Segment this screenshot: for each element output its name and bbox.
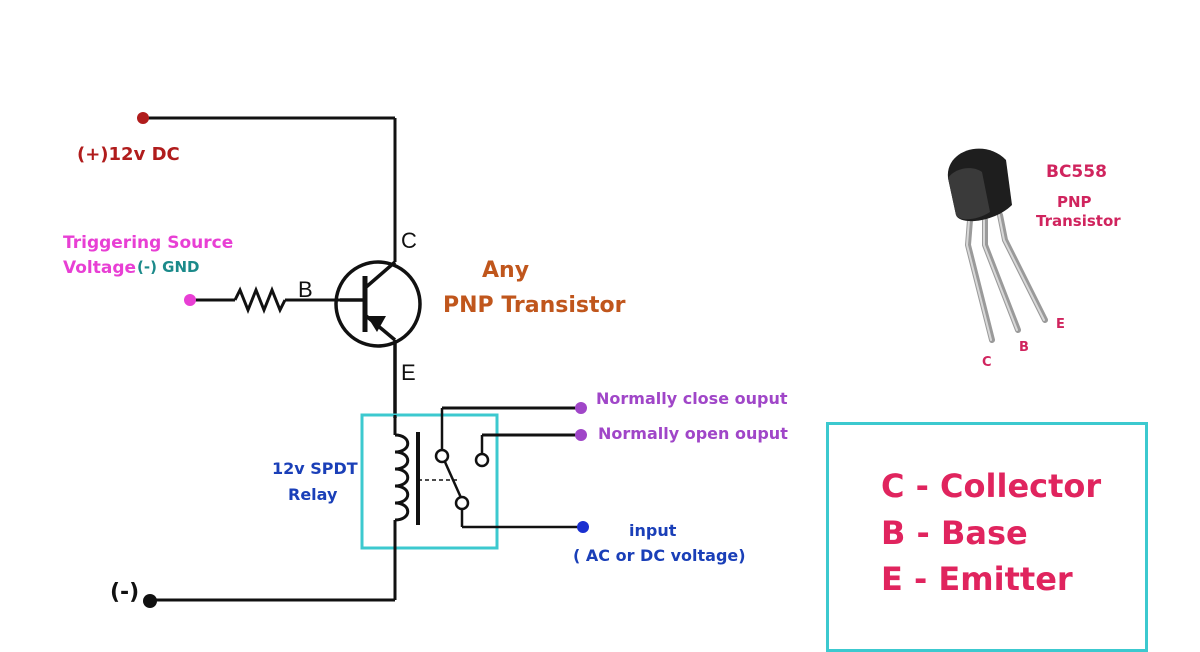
common-contact <box>454 495 470 511</box>
legend-base: B - Base <box>881 514 1028 552</box>
nc-contact <box>434 448 450 464</box>
package-pin-c: C <box>982 355 992 370</box>
package-pin-b: B <box>1019 340 1029 355</box>
relay-label: 12v SPDT <box>272 459 358 478</box>
relay-coil <box>393 415 460 600</box>
legend-emitter: E - Emitter <box>881 560 1073 598</box>
nc-output-terminal <box>575 402 587 414</box>
output-wires <box>442 406 580 437</box>
emitter-arrow <box>367 316 386 332</box>
input-terminal <box>577 521 589 533</box>
transistor-label-type: PNP Transistor <box>443 293 626 318</box>
pin-legend-box: C - Collector B - Base E - Emitter <box>826 422 1148 652</box>
base-wire <box>190 285 340 315</box>
relay-contacts <box>440 408 583 529</box>
bc558-package-illustration <box>947 148 1048 343</box>
part-number-label: BC558 <box>1046 162 1107 182</box>
legend-collector: C - Collector <box>881 467 1102 505</box>
transistor-label-any: Any <box>482 258 530 283</box>
input-label: input <box>629 521 677 540</box>
trigger-terminal <box>184 294 196 306</box>
package-pin-e: E <box>1056 317 1065 332</box>
circuit-diagram <box>137 112 1048 608</box>
input-sublabel: ( AC or DC voltage) <box>573 546 746 565</box>
relay-label-line2: Relay <box>288 485 338 504</box>
no-contact <box>474 452 490 468</box>
supply-terminal <box>137 112 149 124</box>
supply-label: (+)12v DC <box>77 144 180 165</box>
relay-box <box>360 413 499 550</box>
trigger-label: Triggering Source <box>63 233 234 253</box>
part-type-label-line2: Transistor <box>1036 212 1121 230</box>
supply-wire <box>143 116 397 262</box>
ground-terminal <box>143 594 157 608</box>
base-pin-label: B <box>298 277 313 302</box>
collector-pin-label: C <box>401 228 417 253</box>
trigger-label-line2: Voltage <box>63 258 137 278</box>
pnp-transistor-symbol <box>334 260 422 418</box>
no-output-label: Normally open ouput <box>598 424 788 443</box>
ground-label: (-) <box>110 580 140 605</box>
no-output-terminal <box>575 429 587 441</box>
resistor <box>233 285 287 315</box>
gnd-label: (-) GND <box>137 258 200 276</box>
nc-output-label: Normally close ouput <box>596 389 788 408</box>
emitter-pin-label: E <box>401 360 416 385</box>
part-type-label: PNP <box>1057 193 1092 211</box>
